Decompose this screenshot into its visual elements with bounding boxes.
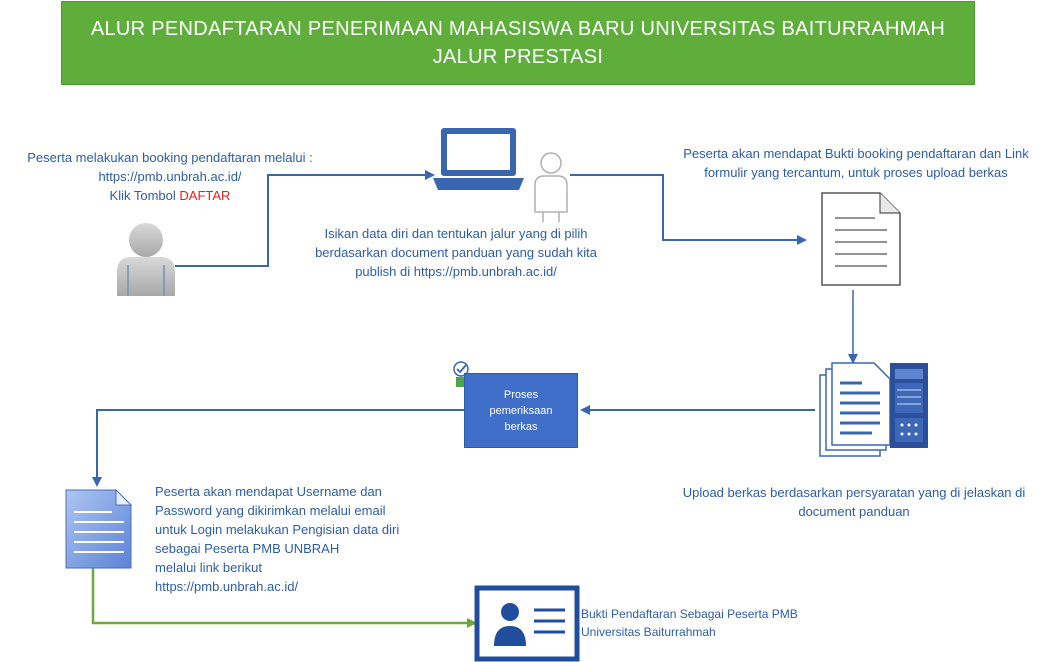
title-line-1: ALUR PENDAFTARAN PENERIMAAN MAHASISWA BA… (90, 18, 946, 40)
user-icon (117, 223, 175, 296)
username-url: https://pmb.unbrah.ac.id/ (155, 579, 299, 594)
laptop-icon (433, 128, 524, 190)
step-username-text: Peserta akan mendapat Username dan Passw… (155, 482, 455, 596)
bukti-booking-line-2: formulir yang tercantum, untuk proses up… (704, 165, 1008, 180)
process-line-1: Proses (503, 389, 539, 401)
process-box: Proses pemeriksaan berkas (464, 373, 578, 448)
isi-data-line-3: publish di https://pmb.unbrah.ac.id/ (355, 264, 557, 279)
step-bukti-booking-text: Peserta akan mendapat Bukti booking pend… (646, 144, 1062, 182)
process-line-2: pemeriksaan (489, 405, 553, 417)
blue-document-icon (65, 488, 133, 569)
booking-line-3: Klik Tombol DAFTAR (0, 186, 340, 205)
bukti-booking-line-1: Peserta akan mendapat Bukti booking pend… (683, 146, 1029, 161)
upload-line-2: document panduan (798, 504, 910, 519)
isi-data-line-2: berdasarkan document panduan yang sudah … (315, 245, 597, 260)
username-line-2: Password yang dikirimkan melalui email (155, 503, 386, 518)
step-final-text: Bukti Pendaftaran Sebagai Peserta PMB Un… (581, 605, 841, 641)
title-line-2: JALUR PRESTASI (432, 46, 604, 68)
step-isi-data-text: Isikan data diri dan tentukan jalur yang… (286, 224, 626, 281)
step-booking-text: Peserta melakukan booking pendaftaran me… (0, 148, 340, 205)
username-line-3: untuk Login melakukan Pengisian data dir… (155, 522, 400, 537)
process-line-3: berkas (504, 421, 538, 433)
connector-process-to-username (92, 409, 464, 487)
username-line-1: Peserta akan mendapat Username dan (155, 484, 382, 499)
booking-url: https://pmb.unbrah.ac.id/ (98, 169, 242, 184)
step-upload-text: Upload berkas berdasarkan persyaratan ya… (650, 483, 1058, 521)
connector-laptop-to-document (570, 174, 807, 245)
document-icon (821, 192, 901, 286)
connector-username-to-card (91, 568, 477, 628)
username-line-4: sebagai Peserta PMB UNBRAH (155, 541, 340, 556)
person-outline-icon (534, 152, 568, 222)
daftar-highlight: DAFTAR (179, 188, 231, 203)
upload-line-1: Upload berkas berdasarkan persyaratan ya… (682, 485, 1026, 500)
isi-data-line-1: Isikan data diri dan tentukan jalur yang… (324, 226, 588, 241)
final-line-2: Universitas Baiturrahmah (581, 625, 716, 639)
diagram-title: ALUR PENDAFTARAN PENERIMAAN MAHASISWA BA… (61, 1, 975, 85)
booking-line-1: Peserta melakukan booking pendaftaran me… (27, 150, 313, 165)
connector-user-to-laptop (175, 170, 435, 267)
final-line-1: Bukti Pendaftaran Sebagai Peserta PMB (581, 607, 798, 621)
id-card-icon (474, 585, 580, 662)
documents-server-icon (819, 362, 928, 457)
booking-instruction: Klik Tombol (109, 188, 180, 203)
username-line-5: melalui link berikut (155, 560, 262, 575)
